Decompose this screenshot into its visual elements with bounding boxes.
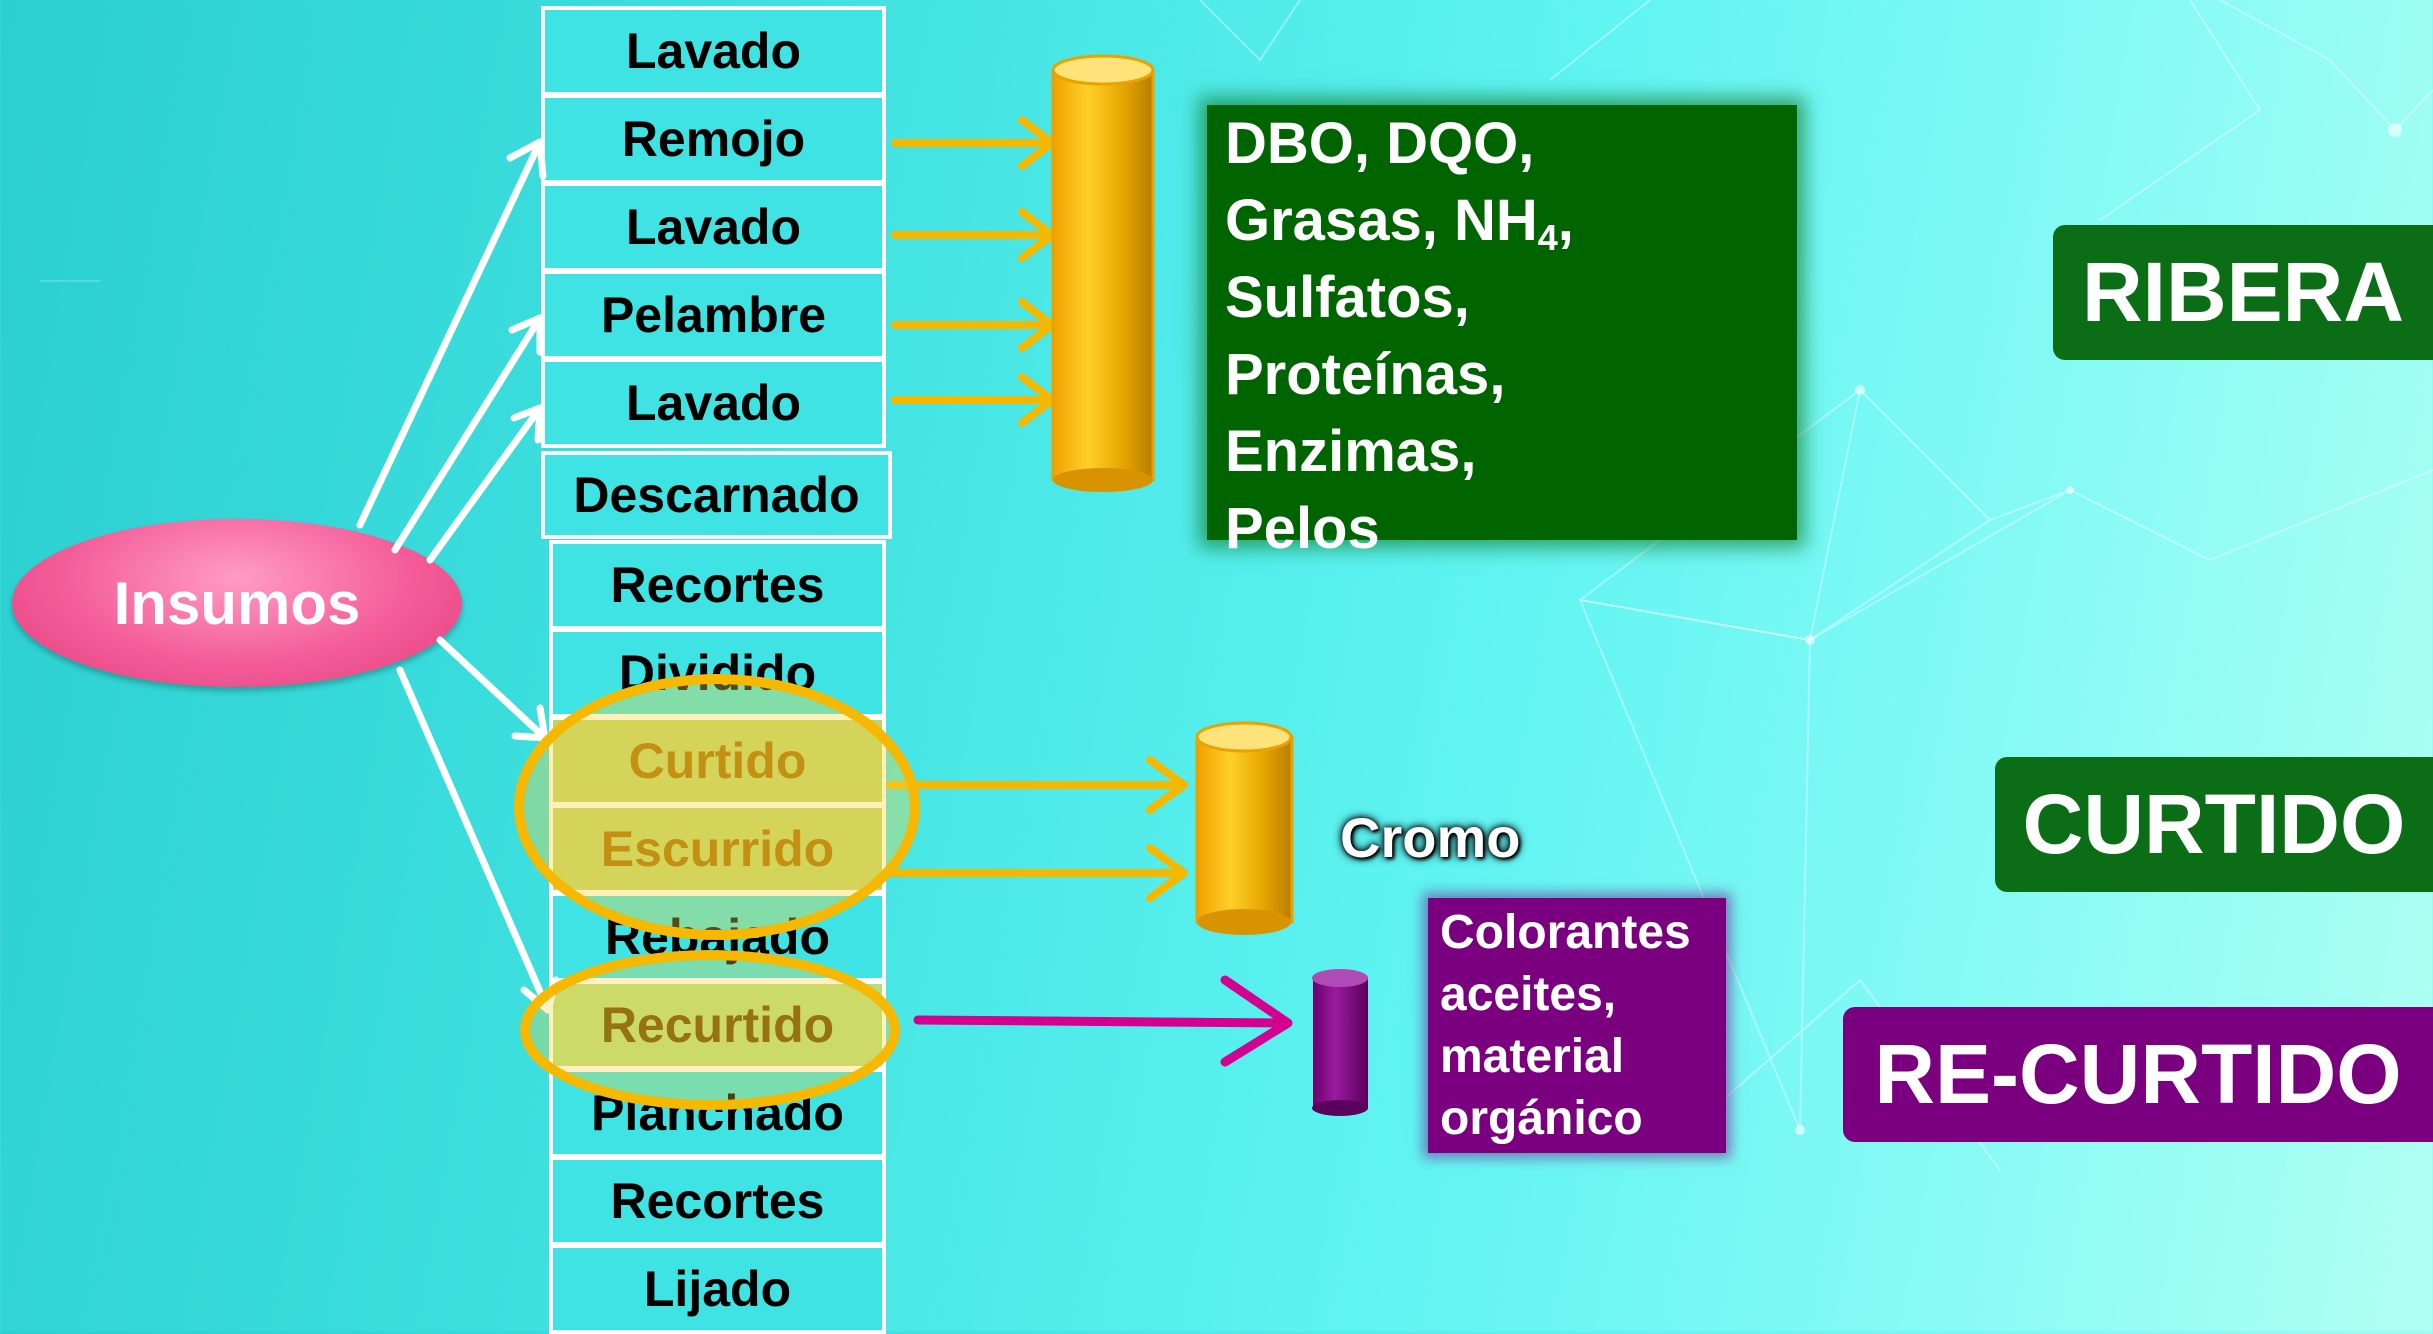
pollutant-line: Proteínas, — [1225, 342, 1506, 407]
step-descarnado: Descarnado — [541, 451, 892, 539]
ribera-pollutants-box: DBO, DQO, Grasas, NH4, Sulfatos, Proteín… — [1207, 105, 1797, 561]
step-planchado: Planchado — [549, 1068, 886, 1158]
step-lavado-2: Lavado — [541, 182, 886, 272]
step-lavado-3: Lavado — [541, 358, 886, 448]
pollutant-line: aceites, — [1440, 968, 1617, 1021]
pollutant-line: Sulfatos, — [1225, 265, 1470, 330]
cromo-label: Cromo — [1340, 806, 1521, 869]
pollutant-line: material — [1440, 1030, 1625, 1083]
step-lijado: Lijado — [549, 1244, 886, 1334]
pollutant-line: Enzimas, — [1225, 419, 1477, 484]
step-remojo: Remojo — [541, 94, 886, 184]
pollutant-line: Pelos — [1225, 496, 1380, 561]
pollutant-line: Colorantes — [1440, 906, 1691, 959]
pollutant-line: DBO, DQO, — [1225, 111, 1535, 176]
step-recortes-2: Recortes — [549, 1156, 886, 1246]
step-lavado-1: Lavado — [541, 6, 886, 96]
stage-label-recurtido: RE-CURTIDO — [1843, 1007, 2433, 1142]
step-pelambre: Pelambre — [541, 270, 886, 360]
insumos-label: Insumos — [113, 569, 361, 637]
step-rebajado: Rebajado — [549, 892, 886, 982]
step-recortes-1: Recortes — [549, 540, 886, 630]
insumos-ellipse: Insumos — [12, 519, 462, 687]
recurtido-pollutants-box: Colorantes aceites, material orgánico — [1428, 898, 1726, 1153]
step-escurrido: Escurrido — [549, 804, 886, 894]
step-curtido: Curtido — [549, 716, 886, 806]
pollutant-line: Grasas, NH4, — [1225, 188, 1574, 258]
step-dividido: Dividido — [549, 628, 886, 718]
step-recurtido: Recurtido — [549, 980, 886, 1070]
stage-label-ribera: RIBERA — [2053, 225, 2433, 360]
pollutant-line: orgánico — [1440, 1092, 1643, 1145]
stage-label-curtido: CURTIDO — [1995, 757, 2433, 892]
